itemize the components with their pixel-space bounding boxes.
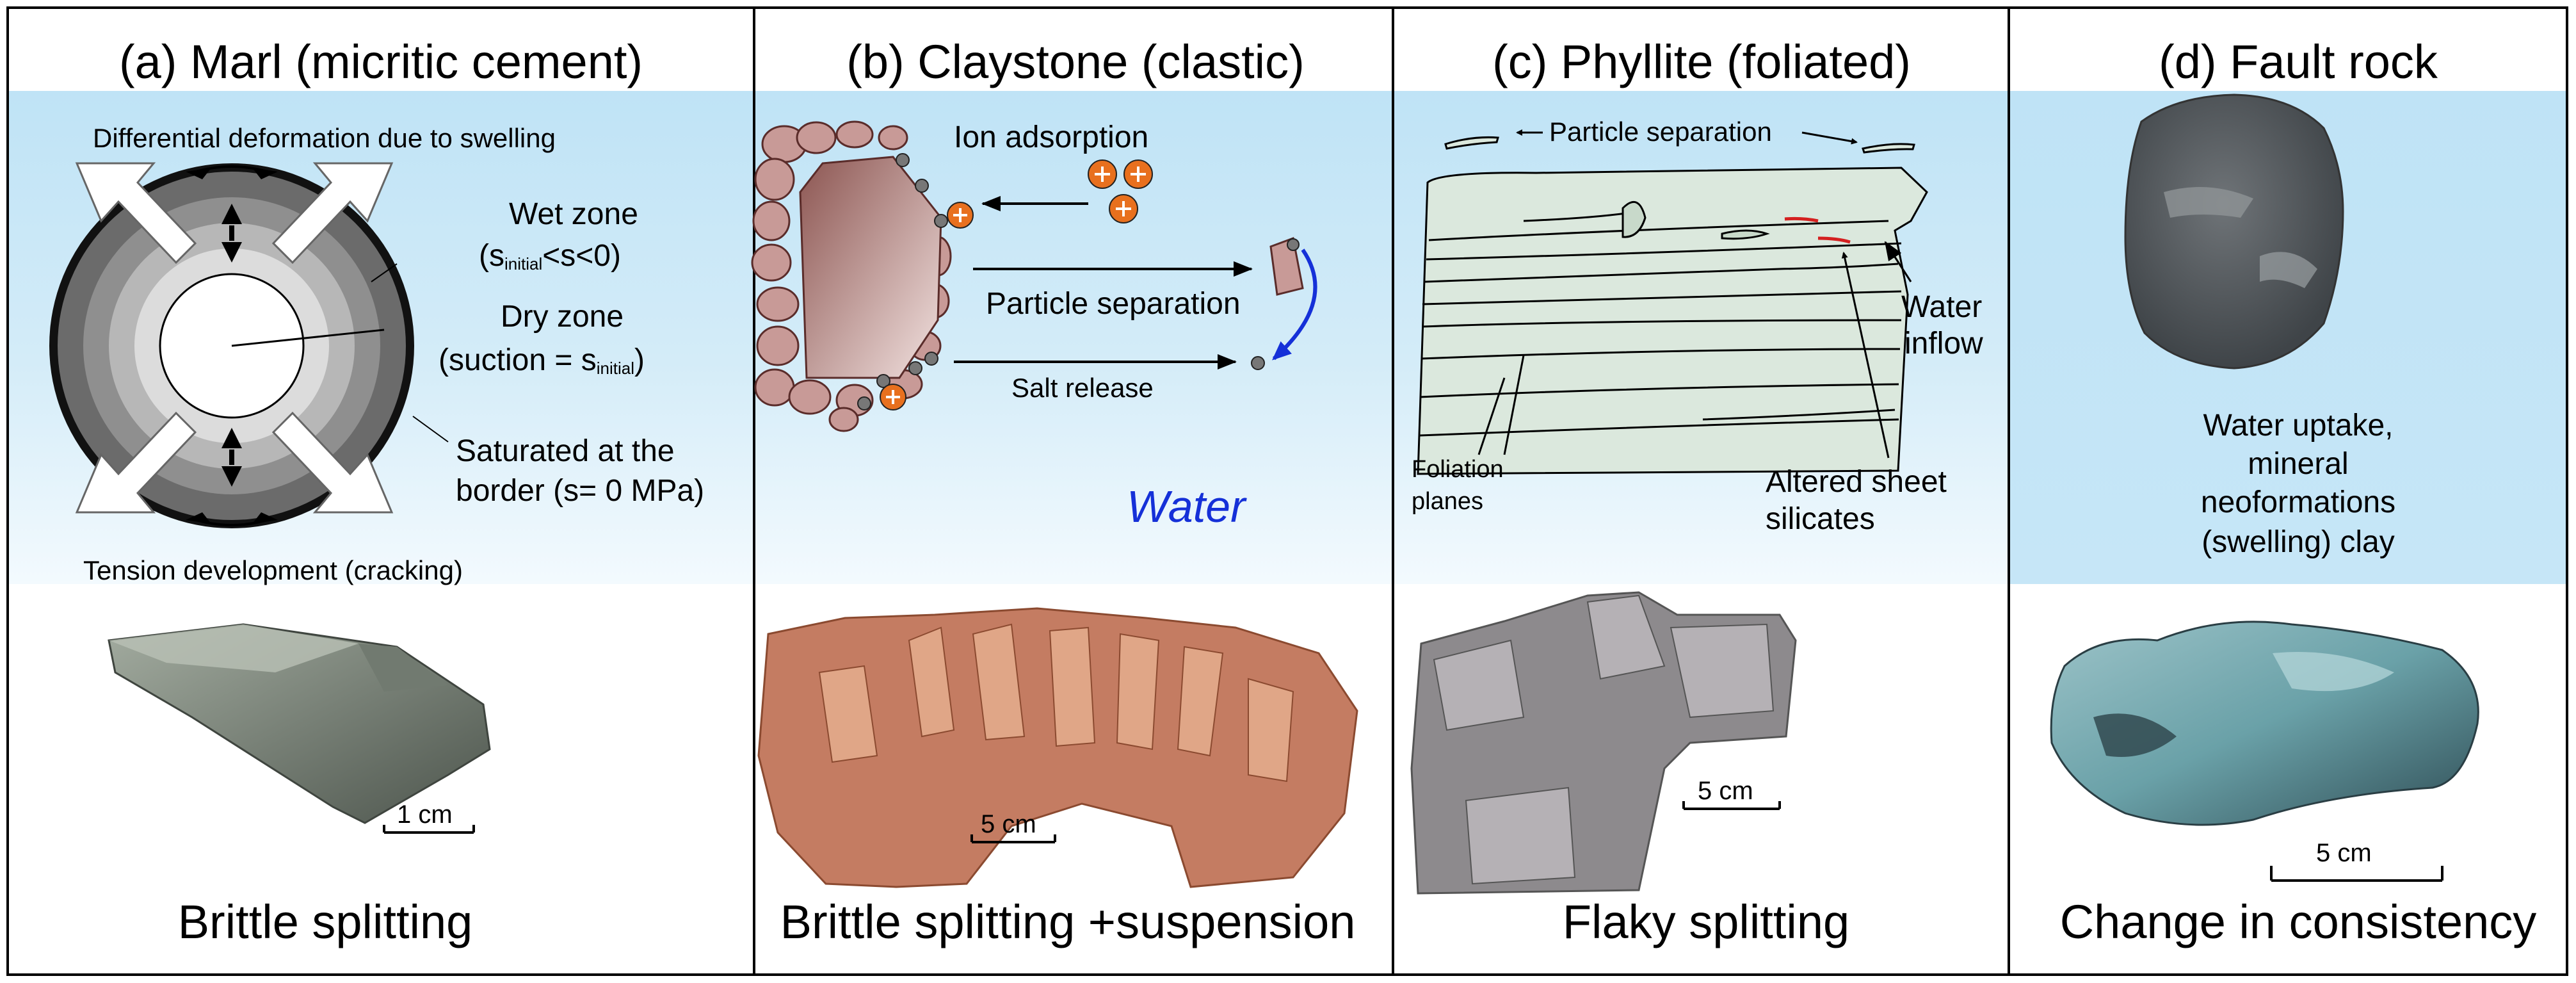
figure-frame	[6, 6, 2568, 976]
phyllite-block	[1417, 167, 1928, 475]
fault-rock-core-image	[2124, 93, 2344, 370]
altered-label-2: silicates	[1766, 502, 1875, 536]
scale-label-c: 5 cm	[1698, 777, 1753, 805]
sep-arrow-right	[1801, 131, 1858, 145]
panel-a-caption: Brittle splitting	[178, 895, 473, 948]
panel-c-caption: Flaky splitting	[1563, 895, 1849, 948]
altered-leader	[1841, 252, 1890, 459]
clay-aggregate	[751, 120, 952, 432]
detached-flakes	[1444, 136, 1915, 154]
dry-zone-suction: (suction = sinitial)	[439, 343, 645, 378]
ion-cations	[880, 159, 1153, 410]
scale-label-d: 5 cm	[2316, 839, 2372, 867]
marl-specimen-image	[108, 623, 491, 824]
foliation-leader-1	[1477, 377, 1506, 455]
fault-rock-specimen-image	[2050, 621, 2479, 826]
panel-b: (b) Claystone (clastic)	[751, 35, 1358, 948]
tension-label: Tension development (cracking)	[83, 555, 463, 585]
foliation-leader-2	[1503, 355, 1525, 455]
water-inflow-label-2: inflow	[1904, 327, 1983, 361]
particle-separation-label-c: Particle separation	[1549, 117, 1772, 147]
fault-text-3: neoformations	[2201, 485, 2395, 519]
panel-b-title: (b) Claystone (clastic)	[846, 35, 1305, 88]
panel-a: (a) Marl (micritic cement) Differential …	[49, 35, 704, 948]
foliation-label-2: planes	[1412, 488, 1483, 515]
panel-b-caption: Brittle splitting +suspension	[780, 895, 1356, 948]
scale-bar-a: 1 cm	[383, 800, 475, 834]
panel-a-title: (a) Marl (micritic cement)	[119, 35, 643, 88]
panel-a-top-label: Differential deformation due to swelling	[93, 123, 556, 153]
fault-text-4: (swelling) clay	[2202, 525, 2394, 559]
swelling-ring-diagram	[49, 163, 414, 528]
ring-curved-arrows	[191, 165, 272, 526]
water-inflow-label-1: Water	[1901, 290, 1982, 324]
wet-zone-range: (sinitial<s<0)	[479, 239, 621, 273]
ring-arrows	[186, 168, 278, 524]
claystone-specimen-image	[757, 607, 1358, 888]
wet-zone-label: Wet zone	[509, 197, 638, 231]
water-inflow-arrow	[1884, 241, 1912, 282]
phyllite-specimen-image	[1410, 591, 1797, 895]
wet-zone-leader	[371, 263, 398, 282]
panel-d-title: (d) Fault rock	[2159, 35, 2438, 88]
scale-bar-c: 5 cm	[1682, 777, 1781, 810]
scale-bar-d: 5 cm	[2270, 839, 2443, 882]
panel-c-title: (c) Phyllite (foliated)	[1492, 35, 1911, 88]
scale-bar-b: 5 cm	[970, 810, 1056, 843]
fault-text-1: Water uptake,	[2203, 409, 2393, 443]
separated-particle	[1251, 236, 1304, 370]
saturated-label-2: border (s= 0 MPa)	[456, 474, 704, 508]
panel-d: (d) Fault rock Water uptake, mineral neo…	[2050, 35, 2537, 948]
saturated-leader	[412, 416, 449, 443]
altered-label-1: Altered sheet	[1766, 465, 1947, 499]
expansion-arrows	[75, 162, 394, 514]
saturated-label-1: Saturated at the	[456, 434, 675, 468]
blue-curved-arrow	[1272, 248, 1317, 361]
water-label: Water	[1127, 482, 1247, 532]
foliation-label-1: Foliation	[1412, 456, 1504, 483]
panel-c: (c) Phyllite (foliated) Particle separat…	[1410, 35, 1983, 948]
scale-label-a: 1 cm	[397, 800, 453, 829]
ion-adsorption-label: Ion adsorption	[954, 120, 1148, 154]
fault-text-2: mineral	[2248, 447, 2348, 481]
scale-label-b: 5 cm	[981, 810, 1036, 838]
panel-d-caption: Change in consistency	[2060, 895, 2537, 948]
salt-release-label: Salt release	[1011, 373, 1154, 403]
particle-separation-label-b: Particle separation	[986, 287, 1241, 321]
dry-zone-label: Dry zone	[501, 300, 624, 334]
